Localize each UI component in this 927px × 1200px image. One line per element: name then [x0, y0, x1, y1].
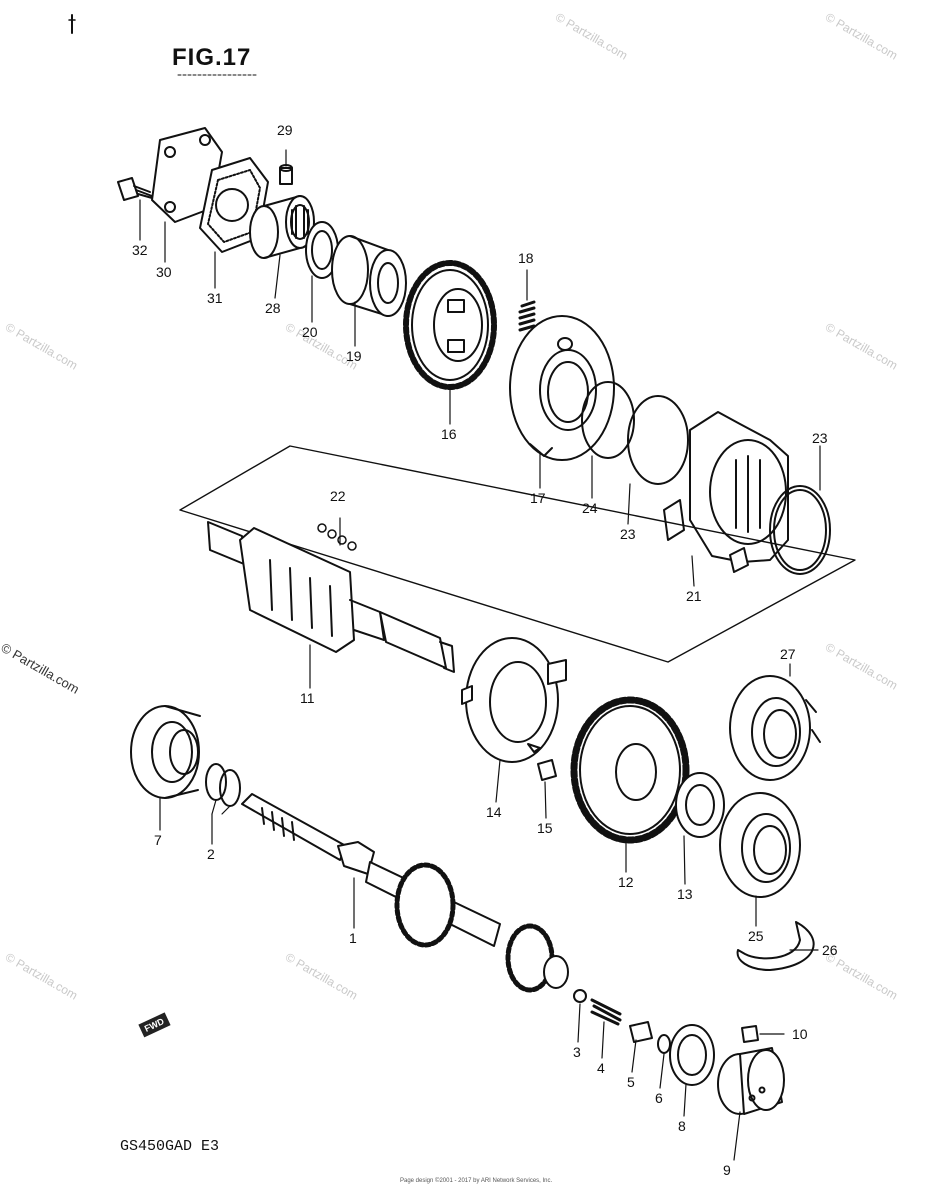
part-label-2: 2	[207, 846, 215, 862]
part-23b-circlip	[769, 485, 831, 575]
part-21-hub	[663, 411, 789, 573]
part-label-7: 7	[154, 832, 162, 848]
part-label-1: 1	[349, 930, 357, 946]
part-label-6: 6	[655, 1090, 663, 1106]
part-2-washer-b	[219, 769, 241, 807]
part-label-15: 15	[537, 820, 553, 836]
part-label-30: 30	[156, 264, 172, 280]
part-15-key	[537, 759, 557, 781]
part-24-circlip	[581, 381, 635, 459]
part-3-ball	[573, 989, 587, 1003]
part-label-25: 25	[748, 928, 764, 944]
part-25-bearing	[719, 792, 801, 898]
part-8-washer	[669, 1024, 715, 1086]
part-label-27: 27	[780, 646, 796, 662]
part-28-bearing	[249, 195, 315, 259]
figure-title: FIG.17	[172, 44, 252, 71]
part-14-plate	[461, 637, 567, 763]
part-label-10: 10	[792, 1026, 808, 1042]
part-label-23-left: 23	[620, 526, 636, 542]
part-label-9: 9	[723, 1162, 731, 1178]
part-32-screw	[117, 177, 153, 201]
part-label-19: 19	[346, 348, 362, 364]
part-label-32: 32	[132, 242, 148, 258]
part-label-8: 8	[678, 1118, 686, 1134]
part-23a-circlip	[627, 395, 689, 485]
part-4-spring	[590, 998, 622, 1026]
part-label-22: 22	[330, 488, 346, 504]
part-5-pin	[629, 1021, 653, 1043]
part-label-12: 12	[618, 874, 634, 890]
part-19-bushing	[331, 235, 407, 317]
part-12-gear	[570, 696, 690, 844]
part-label-4: 4	[597, 1060, 605, 1076]
part-label-13: 13	[677, 886, 693, 902]
part-16-gear	[403, 260, 497, 390]
part-13-washer	[675, 772, 725, 838]
part-29-dowel	[279, 167, 293, 185]
part-label-11: 11	[300, 690, 315, 706]
part-label-17: 17	[530, 490, 546, 506]
part-label-29: 29	[277, 122, 293, 138]
part-1-shaft	[241, 793, 569, 993]
part-10-dowel	[741, 1025, 759, 1043]
part-label-3: 3	[573, 1044, 581, 1060]
part-label-26: 26	[822, 942, 838, 958]
footer-note: Page design ©2001 - 2017 by ARI Network …	[400, 1178, 553, 1184]
part-label-31: 31	[207, 290, 223, 306]
part-label-21: 21	[686, 588, 702, 604]
part-9-cap	[717, 1047, 785, 1115]
part-6-clip	[657, 1034, 671, 1054]
part-label-23-right: 23	[812, 430, 828, 446]
part-11-shaft	[207, 521, 455, 673]
part-label-18: 18	[518, 250, 534, 266]
part-27-bearing	[729, 675, 821, 781]
part-label-24: 24	[582, 500, 598, 516]
model-code: GS450GAD E3	[120, 1138, 220, 1155]
part-label-20: 20	[302, 324, 318, 340]
part-label-16: 16	[441, 426, 457, 442]
part-22-balls	[317, 523, 357, 551]
part-7-bearing	[130, 705, 201, 799]
part-label-14: 14	[486, 804, 502, 820]
part-17-plate	[509, 315, 615, 461]
part-18-spring	[518, 300, 536, 332]
part-26-ring	[736, 921, 815, 971]
assembly-outline	[179, 445, 856, 663]
part-label-5: 5	[627, 1074, 635, 1090]
part-2-washer-a	[205, 763, 227, 801]
part-label-28: 28	[265, 300, 281, 316]
